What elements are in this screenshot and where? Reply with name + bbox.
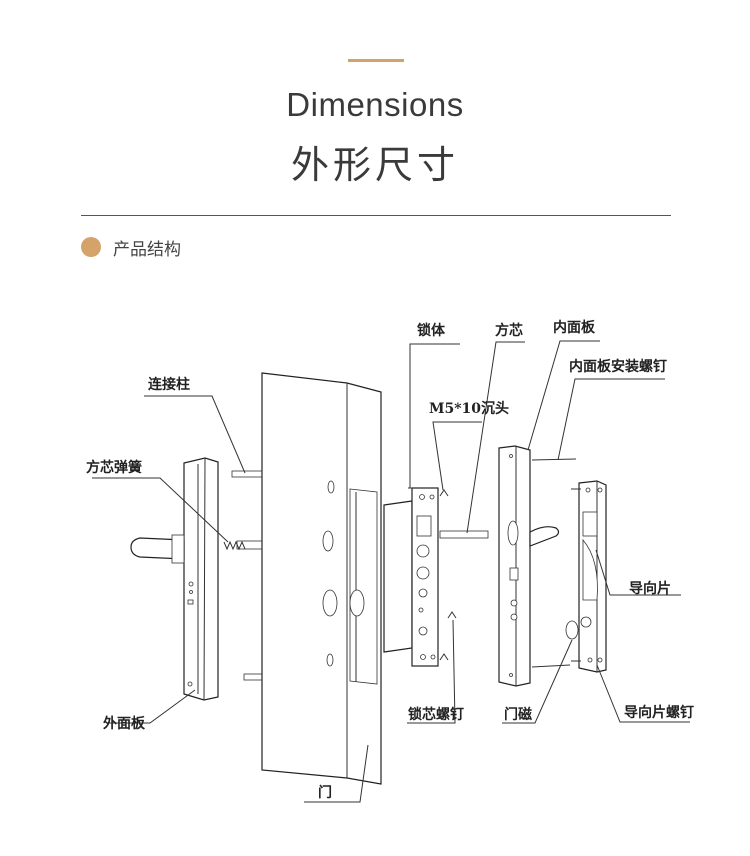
square-core-part — [439, 530, 489, 539]
lock-body-part — [383, 487, 439, 667]
label-lock-body: 锁体 — [417, 322, 446, 339]
header-divider — [81, 215, 671, 216]
section-bullet-icon — [81, 237, 101, 257]
lock-screw-parts — [439, 489, 457, 661]
door-magnet-part — [565, 620, 579, 640]
inner-panel-screw-parts — [531, 458, 577, 668]
leader-lines — [92, 340, 690, 803]
label-outer-panel: 外面板 — [103, 715, 146, 732]
label-m5-screw: M5*10沉头 — [429, 400, 509, 417]
section-heading-label: 产品结构 — [113, 239, 181, 260]
outer-panel-part — [130, 457, 219, 701]
title-accent-bar — [348, 59, 404, 62]
label-square-core-spring: 方芯弹簧 — [86, 459, 142, 476]
label-inner-panel: 内面板 — [553, 319, 596, 336]
label-lock-cylinder-screw: 锁芯螺钉 — [408, 706, 464, 723]
label-door-magnet: 门磁 — [504, 706, 532, 723]
label-connecting-post: 连接柱 — [148, 376, 190, 393]
page-title-chinese: 外形尺寸 — [290, 143, 459, 187]
label-square-core: 方芯 — [495, 322, 523, 339]
label-door: 门 — [318, 784, 332, 801]
guide-plate-screw-parts — [571, 488, 581, 662]
page-title-english: Dimensions — [286, 86, 464, 123]
label-guide-plate-screw: 导向片螺钉 — [624, 704, 694, 721]
section-heading: 产品结构 — [81, 235, 181, 260]
guide-plate-part — [578, 480, 607, 673]
label-guide-plate: 导向片 — [629, 580, 671, 597]
inner-panel-part — [498, 445, 560, 687]
door-part — [261, 372, 382, 785]
label-inner-panel-screw: 内面板安装螺钉 — [569, 358, 667, 375]
